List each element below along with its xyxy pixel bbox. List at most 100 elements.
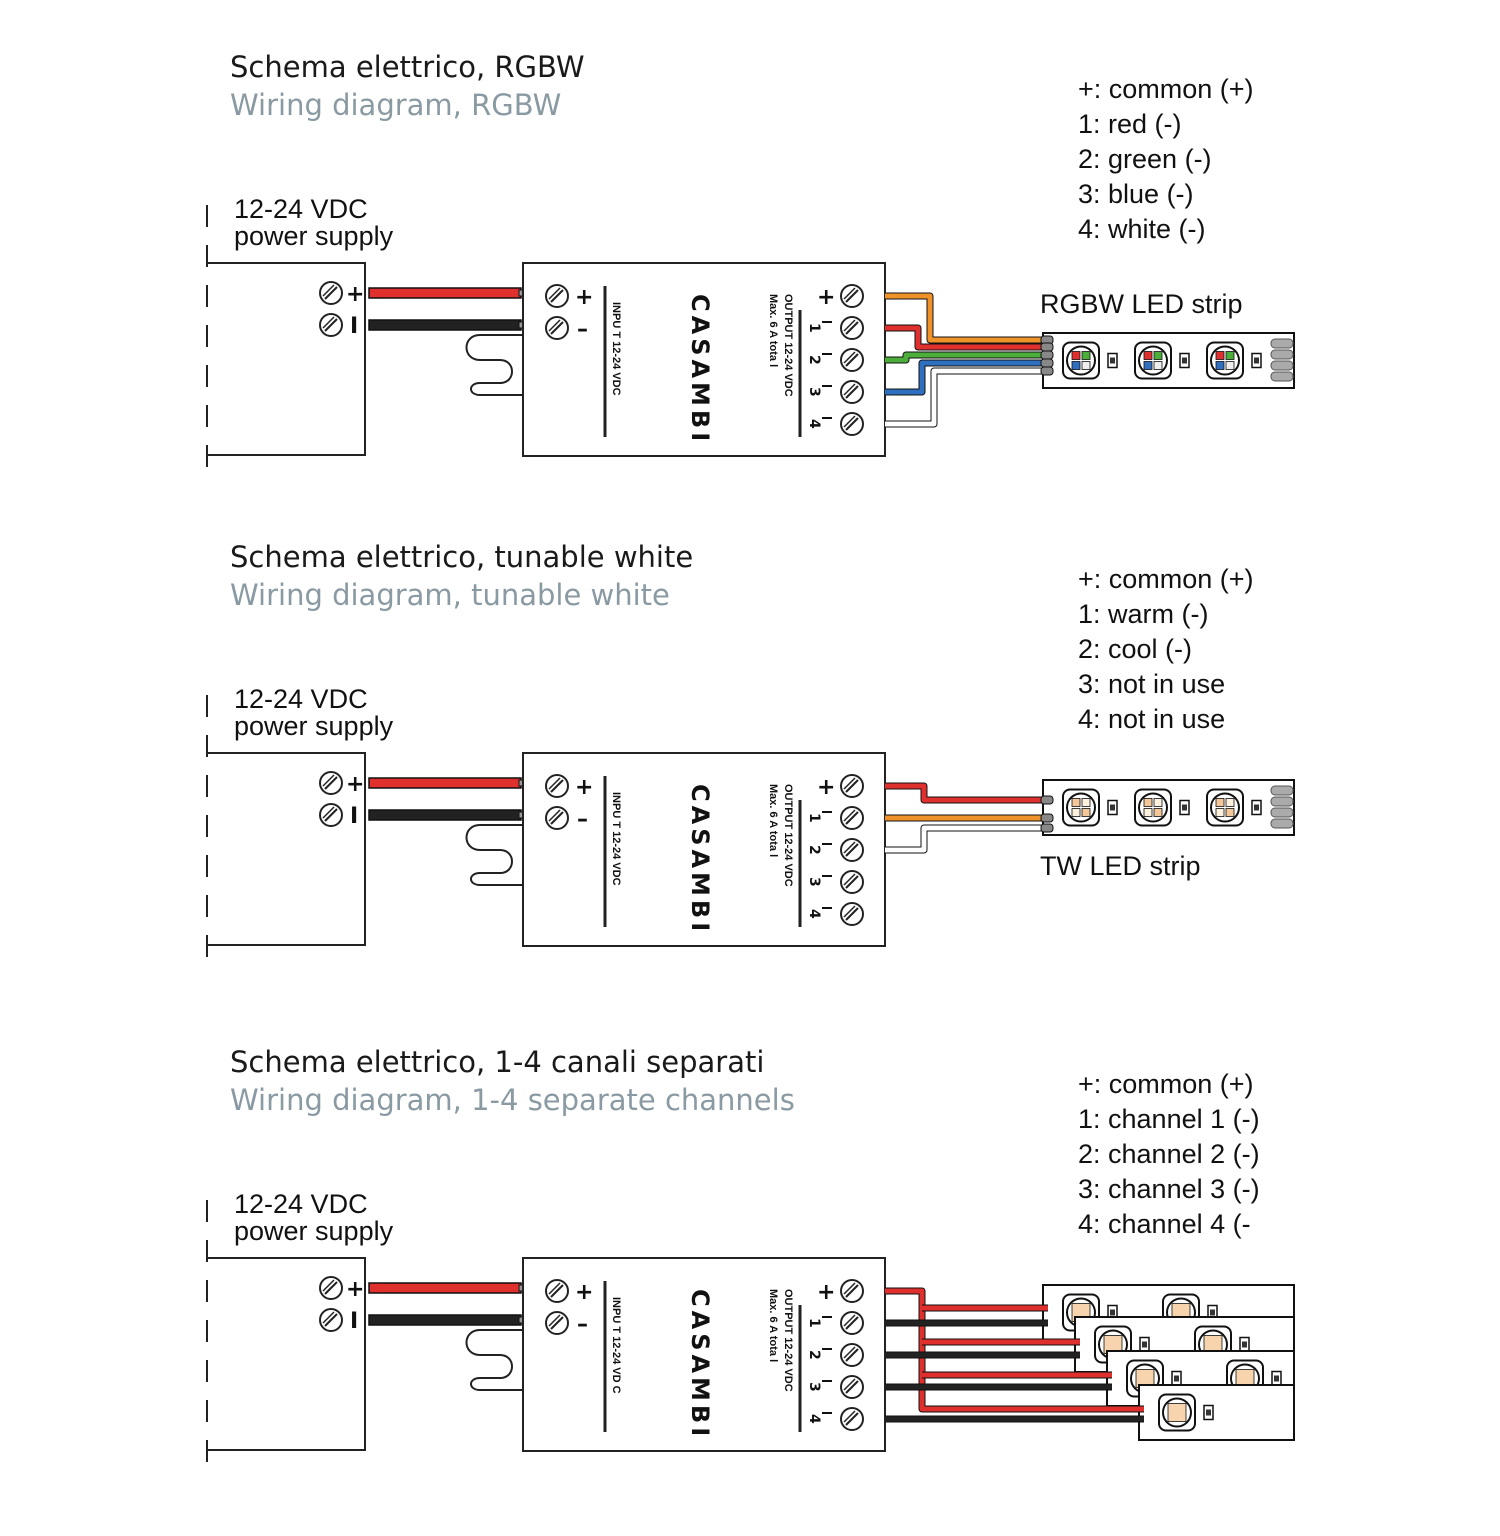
output-terminal-icon <box>840 412 864 436</box>
psu-voltage-label: 12-24 VDC <box>234 194 368 224</box>
input-plus-symbol: + <box>575 775 593 800</box>
legend-entry: 4: channel 4 (- <box>1078 1209 1251 1239</box>
legend-entry: 3: channel 3 (-) <box>1078 1174 1260 1204</box>
strip-connector-pad <box>1040 795 1054 805</box>
output-plus-terminal-icon <box>840 774 864 798</box>
legend-entry: 3: not in use <box>1078 669 1225 699</box>
input-minus-terminal-icon <box>545 806 569 830</box>
output-terminal-icon <box>840 316 864 340</box>
output-wire-common <box>885 1287 1144 1413</box>
led-chip <box>1062 341 1100 380</box>
output-terminal-number: 3 <box>806 1382 822 1392</box>
psu-voltage-label: 12-24 VDC <box>234 684 368 714</box>
led-chip <box>1206 788 1244 827</box>
psu-plus-terminal-icon <box>319 1276 343 1300</box>
output-terminal-number: 3 <box>806 387 822 397</box>
led-chip <box>1158 1393 1196 1432</box>
legend-entry: 4: white (-) <box>1078 214 1206 244</box>
terminal-legend: +: common (+)1: warm (-)2: cool (-)3: no… <box>1078 564 1254 734</box>
input-minus-terminal-icon <box>545 1311 569 1335</box>
output-max-label: Max. 6 A tota l <box>767 294 779 367</box>
output-max-label: Max. 6 A tota l <box>767 1289 779 1362</box>
output-terminal-number: 2 <box>806 1350 822 1360</box>
psu-name-label: power supply <box>234 1216 394 1246</box>
output-terminal-number: 1 <box>806 1318 822 1328</box>
output-terminal-icon <box>840 1375 864 1399</box>
output-wire-1 <box>885 324 1048 351</box>
terminal-legend: +: common (+) 1: channel 1 (-) 2: channel … <box>1078 1069 1260 1239</box>
input-minus-symbol: – <box>577 317 588 342</box>
cable-clamp <box>465 824 524 886</box>
output-terminal-number: 4 <box>806 909 822 919</box>
output-max-label: Max. 6 A tota l <box>767 784 779 857</box>
output-rating-label: OUTPUT 12-24 VDC <box>782 1289 794 1392</box>
output-terminal-icon <box>840 348 864 372</box>
input-minus-terminal-icon <box>545 316 569 340</box>
output-rating-label: OUTPUT 12-24 VDC <box>782 294 794 397</box>
solder-pad <box>1270 818 1294 829</box>
legend-entry: +: common (+) <box>1078 74 1254 104</box>
input-plus-terminal-icon <box>545 284 569 308</box>
input-plus-symbol: + <box>575 1280 593 1305</box>
legend-entry: 1: channel 1 (-) <box>1078 1104 1260 1134</box>
cable-clamp <box>465 1329 524 1391</box>
solder-pad <box>1270 349 1294 360</box>
output-plus-terminal-icon <box>840 284 864 308</box>
legend-entry: 2: channel 2 (-) <box>1078 1139 1260 1169</box>
output-terminal-icon <box>840 806 864 830</box>
output-terminal-icon <box>840 380 864 404</box>
input-rating-label: INPU T 12-24 VD C <box>610 1297 622 1394</box>
input-plus-terminal-icon <box>545 1279 569 1303</box>
strip-connector-pad <box>1040 366 1054 376</box>
output-rating-label: OUTPUT 12-24 VDC <box>782 784 794 887</box>
title-english: Wiring diagram, RGBW <box>230 88 561 122</box>
solder-pad <box>1270 785 1294 796</box>
solder-pad <box>1270 360 1294 371</box>
output-wire-2 <box>885 351 1048 364</box>
psu-plus-symbol: + <box>346 282 364 307</box>
output-plus-symbol: + <box>817 285 835 310</box>
input-rating-label: INPU T 12-24 VDC <box>610 792 622 886</box>
output-wire-4 <box>885 367 1048 428</box>
cable-clamp <box>465 334 524 396</box>
legend-entry: +: common (+) <box>1078 564 1254 594</box>
output-wire-3 <box>885 359 1048 396</box>
output-terminal-number: 2 <box>806 845 822 855</box>
section-3: Schema elettrico, 1-4 canali separatiWir… <box>206 1045 1295 1480</box>
output-terminal-number: 1 <box>806 323 822 333</box>
output-plus-terminal-icon <box>840 1279 864 1303</box>
output-terminal-icon <box>840 902 864 926</box>
led-chip <box>1134 788 1172 827</box>
wire-red-positive <box>368 287 526 299</box>
strip-connector-pad <box>1040 813 1054 823</box>
legend-entry: 3: blue (-) <box>1078 179 1194 209</box>
led-strip-label: RGBW LED strip <box>1040 289 1243 319</box>
psu-minus-terminal-icon <box>319 313 343 337</box>
psu-name-label: power supply <box>234 711 394 741</box>
solder-pad <box>1270 796 1294 807</box>
output-terminal-icon <box>840 1343 864 1367</box>
led-strip-label: TW LED strip <box>1040 851 1201 881</box>
strip-connector-pad <box>1040 342 1054 352</box>
psu-minus-symbol: I <box>350 314 358 339</box>
input-minus-symbol: – <box>577 1312 588 1337</box>
wire-red-positive <box>368 777 526 789</box>
brand-logo: CASAMBI <box>686 784 714 935</box>
wire-black-negative <box>368 1314 526 1326</box>
legend-entry: +: common (+) <box>1078 1069 1254 1099</box>
psu-minus-symbol: I <box>350 804 358 829</box>
output-terminal-number: 4 <box>806 1414 822 1424</box>
strip-connector-pad <box>1040 823 1054 833</box>
rgbw-led-strip <box>1042 332 1295 389</box>
wire-black-negative <box>368 319 526 331</box>
wire-red-positive <box>368 1282 526 1294</box>
legend-entry: 1: warm (-) <box>1078 599 1209 629</box>
tw-led-strip <box>1042 779 1295 836</box>
terminal-legend: +: common (+)1: red (-)2: green (-)3: bl… <box>1078 74 1254 244</box>
